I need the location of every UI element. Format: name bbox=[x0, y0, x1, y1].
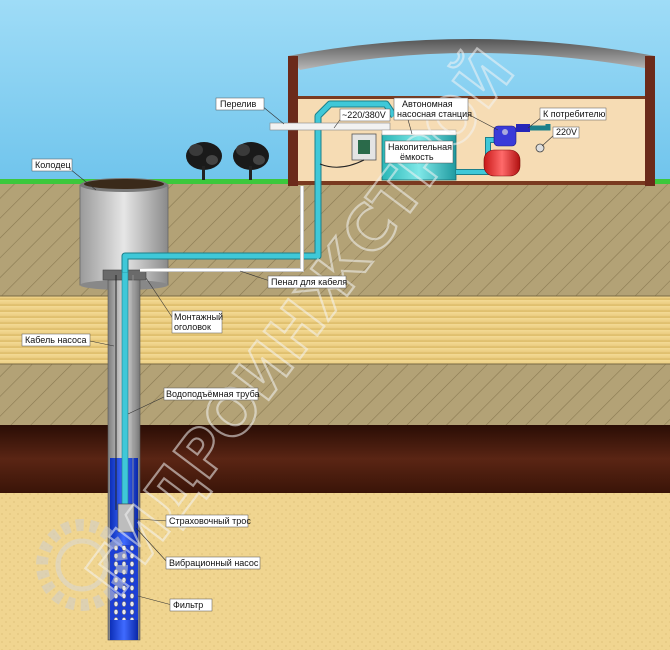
svg-text:Пенал для кабеля: Пенал для кабеля bbox=[271, 277, 347, 287]
label-station-line2: насосная станция bbox=[397, 109, 472, 119]
soil-loam-lower bbox=[0, 364, 670, 426]
soil-clay-dark bbox=[0, 425, 670, 493]
svg-text:Автономная: Автономная bbox=[402, 99, 453, 109]
label-tank-line2: ёмкость bbox=[400, 152, 434, 162]
svg-text:Монтажный: Монтажный bbox=[174, 312, 223, 322]
label-cable-case: Пенал для кабеля bbox=[267, 275, 347, 289]
svg-text:Вибрационный насос: Вибрационный насос bbox=[169, 558, 259, 568]
svg-text:~220/380V: ~220/380V bbox=[342, 110, 386, 120]
label-wellhead: Монтажный оголовок bbox=[171, 310, 223, 334]
label-overflow: Перелив bbox=[215, 97, 265, 111]
label-well: Колодец bbox=[31, 158, 73, 172]
label-vibration-pump: Вибрационный насос bbox=[165, 556, 261, 570]
riser-pipe bbox=[121, 271, 129, 505]
electrical-box bbox=[319, 133, 377, 168]
svg-text:К потребителю: К потребителю bbox=[543, 109, 606, 119]
svg-text:Страховочный трос: Страховочный трос bbox=[169, 516, 251, 526]
label-station-line1: Автономная bbox=[402, 99, 453, 109]
label-voltage-pump: 220V bbox=[552, 126, 580, 139]
vibration-pump bbox=[117, 503, 135, 533]
label-station: Автономная насосная станция bbox=[393, 97, 472, 121]
tree-right bbox=[233, 142, 269, 180]
label-safety-rope: Страховочный трос bbox=[165, 514, 251, 528]
svg-text:Водоподъёмная труба: Водоподъёмная труба bbox=[166, 389, 260, 399]
label-pump-cable: Кабель насоса bbox=[21, 333, 91, 347]
svg-text:Кабель насоса: Кабель насоса bbox=[25, 335, 87, 345]
label-voltage-main: ~220/380V bbox=[339, 108, 391, 122]
label-consumer: К потребителю bbox=[539, 107, 607, 121]
pump-station bbox=[483, 124, 530, 177]
overflow-pipe bbox=[269, 122, 391, 131]
label-wellhead-line2: оголовок bbox=[174, 322, 211, 332]
label-wellhead-line1: Монтажный bbox=[174, 312, 223, 322]
label-tank: Накопительная ёмкость bbox=[384, 140, 454, 164]
svg-text:Перелив: Перелив bbox=[220, 99, 256, 109]
label-tank-line1: Накопительная bbox=[388, 142, 452, 152]
svg-text:Накопительная: Накопительная bbox=[388, 142, 452, 152]
svg-text:Колодец: Колодец bbox=[35, 160, 71, 170]
label-riser-pipe: Водоподъёмная труба bbox=[163, 387, 260, 401]
svg-text:Фильтр: Фильтр bbox=[173, 600, 203, 610]
consumer-pipe bbox=[530, 124, 551, 131]
tree-left bbox=[186, 142, 222, 180]
svg-text:ёмкость: ёмкость bbox=[400, 152, 434, 162]
label-filter: Фильтр bbox=[169, 598, 213, 612]
svg-text:насосная станция: насосная станция bbox=[397, 109, 472, 119]
svg-text:220V: 220V bbox=[556, 127, 577, 137]
svg-text:оголовок: оголовок bbox=[174, 322, 211, 332]
